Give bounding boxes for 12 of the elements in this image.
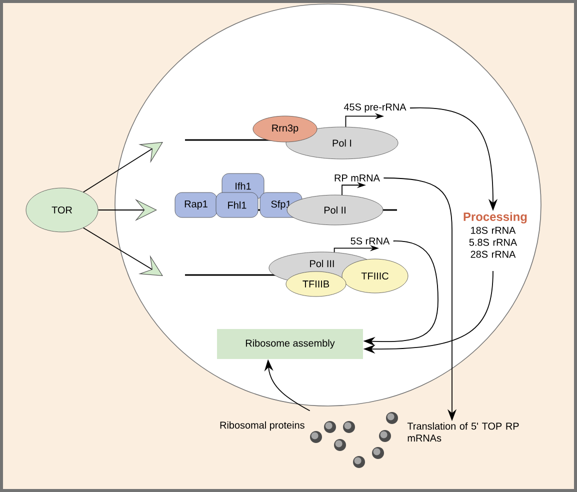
arrow xyxy=(82,142,163,193)
protein-box: Fhl1 xyxy=(216,192,258,218)
processing-label: Processing 18S rRNA 5.8S rRNA 28S rRNA xyxy=(464,212,527,258)
transcript-label: 5S rRNA xyxy=(350,237,390,245)
transcript-label: RP mRNA xyxy=(334,174,380,182)
protein-box: Rap1 xyxy=(174,192,218,218)
arrow xyxy=(82,227,163,276)
transcript-label: 45S pre-rRNA xyxy=(344,103,406,112)
beside-label: Ribosomal proteins xyxy=(220,421,304,431)
assembly-box: Ribosome assembly xyxy=(217,329,363,359)
translation-label: Translation of 5' TOP RP mRNAs xyxy=(407,422,519,442)
ribosome-cluster-drawing xyxy=(310,412,398,468)
